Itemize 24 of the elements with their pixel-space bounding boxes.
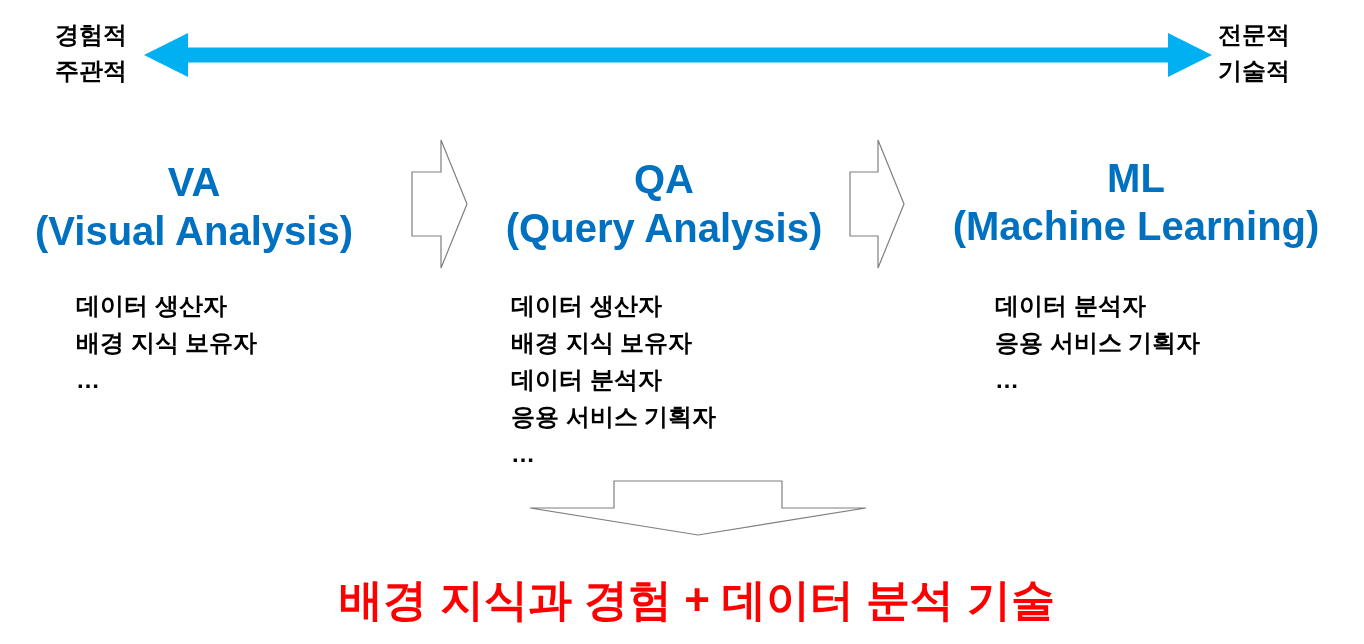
stage-title: VA bbox=[167, 159, 221, 205]
list-item: 배경 지식 보유자 bbox=[511, 329, 693, 357]
list-item: 데이터 생산자 bbox=[511, 292, 662, 320]
stage-title: ML bbox=[1107, 155, 1165, 201]
block-arrow bbox=[849, 139, 905, 269]
double-arrow bbox=[144, 33, 1212, 77]
list-item: … bbox=[995, 366, 1019, 394]
stage-title: QA bbox=[634, 156, 694, 202]
summary-text: 배경 지식과 경험 + 데이터 분석 기술 bbox=[339, 575, 1055, 626]
list-item: 데이터 생산자 bbox=[76, 292, 227, 320]
list-item: 데이터 분석자 bbox=[511, 366, 662, 394]
scale-end-label: 전문적 기술적 bbox=[1218, 20, 1290, 86]
scale-end-label: 경험적 주관적 bbox=[55, 20, 127, 86]
stage-subtitle: (Query Analysis) bbox=[505, 205, 823, 251]
stage-subtitle: (Visual Analysis) bbox=[35, 208, 353, 254]
list-item: … bbox=[76, 366, 100, 394]
block-arrow bbox=[529, 480, 867, 536]
list-item: 응용 서비스 기획자 bbox=[511, 403, 717, 431]
list-item: 데이터 분석자 bbox=[995, 292, 1146, 320]
list-item: 응용 서비스 기획자 bbox=[995, 329, 1201, 357]
stage-subtitle: (Machine Learning) bbox=[952, 203, 1320, 249]
list-item: 배경 지식 보유자 bbox=[76, 329, 258, 357]
list-item: … bbox=[511, 440, 535, 468]
block-arrow bbox=[411, 139, 468, 269]
